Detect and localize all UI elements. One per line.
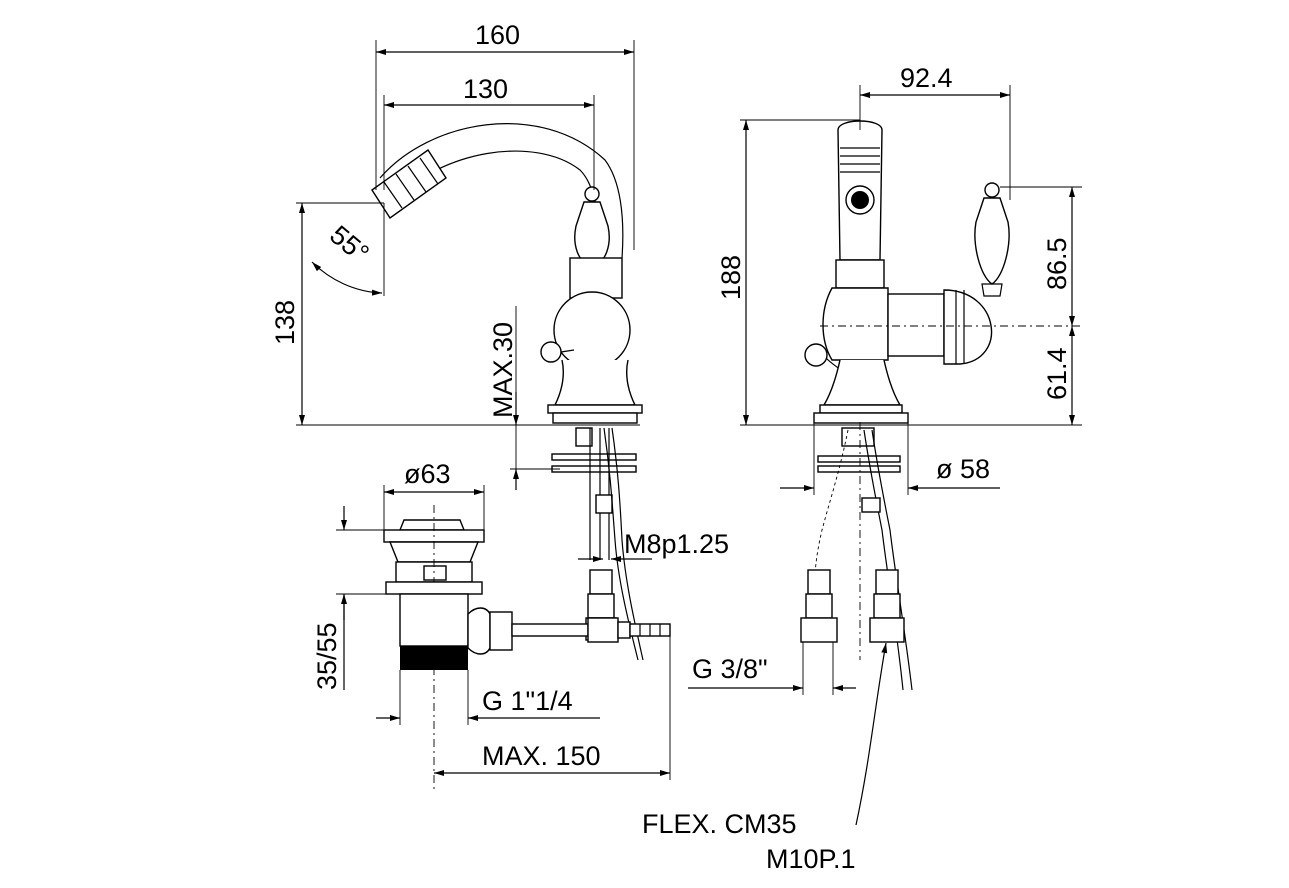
waste-assembly	[383, 505, 671, 790]
pop-up-rod	[467, 607, 671, 655]
dim-handle-upper: 86.5	[1042, 237, 1072, 290]
flex-label-line-2: M10P.1	[766, 844, 856, 874]
dim-max-deck: MAX.30	[488, 322, 518, 418]
dims-waste	[336, 485, 671, 780]
flex-label-line-1: FLEX. CM35	[642, 809, 797, 839]
aerator-nozzle	[371, 149, 447, 219]
faucet-side-view	[371, 123, 644, 661]
dim-height-right: 188	[716, 255, 746, 300]
dim-thread-rod: M8p1.25	[624, 529, 729, 559]
dims-right	[688, 85, 1082, 826]
faucet-front-view	[800, 120, 1010, 691]
dim-waste-height: 35/55	[312, 622, 342, 690]
dim-supply-thread: G 3/8"	[692, 654, 768, 684]
dims-left	[296, 40, 652, 562]
dim-angle: 55°	[324, 220, 375, 269]
dim-handle-lower: 61.4	[1042, 347, 1072, 400]
dim-waste-diameter: ø63	[404, 459, 451, 489]
dim-width-spout: 130	[463, 74, 508, 104]
dim-waste-thread: G 1"1/4	[482, 686, 573, 716]
dim-width-right: 92.4	[900, 63, 953, 93]
dim-width-overall: 160	[475, 20, 520, 50]
dim-waste-reach: MAX. 150	[482, 741, 601, 771]
dim-base-diameter: ø 58	[936, 454, 990, 484]
dim-height-left: 138	[270, 300, 300, 345]
